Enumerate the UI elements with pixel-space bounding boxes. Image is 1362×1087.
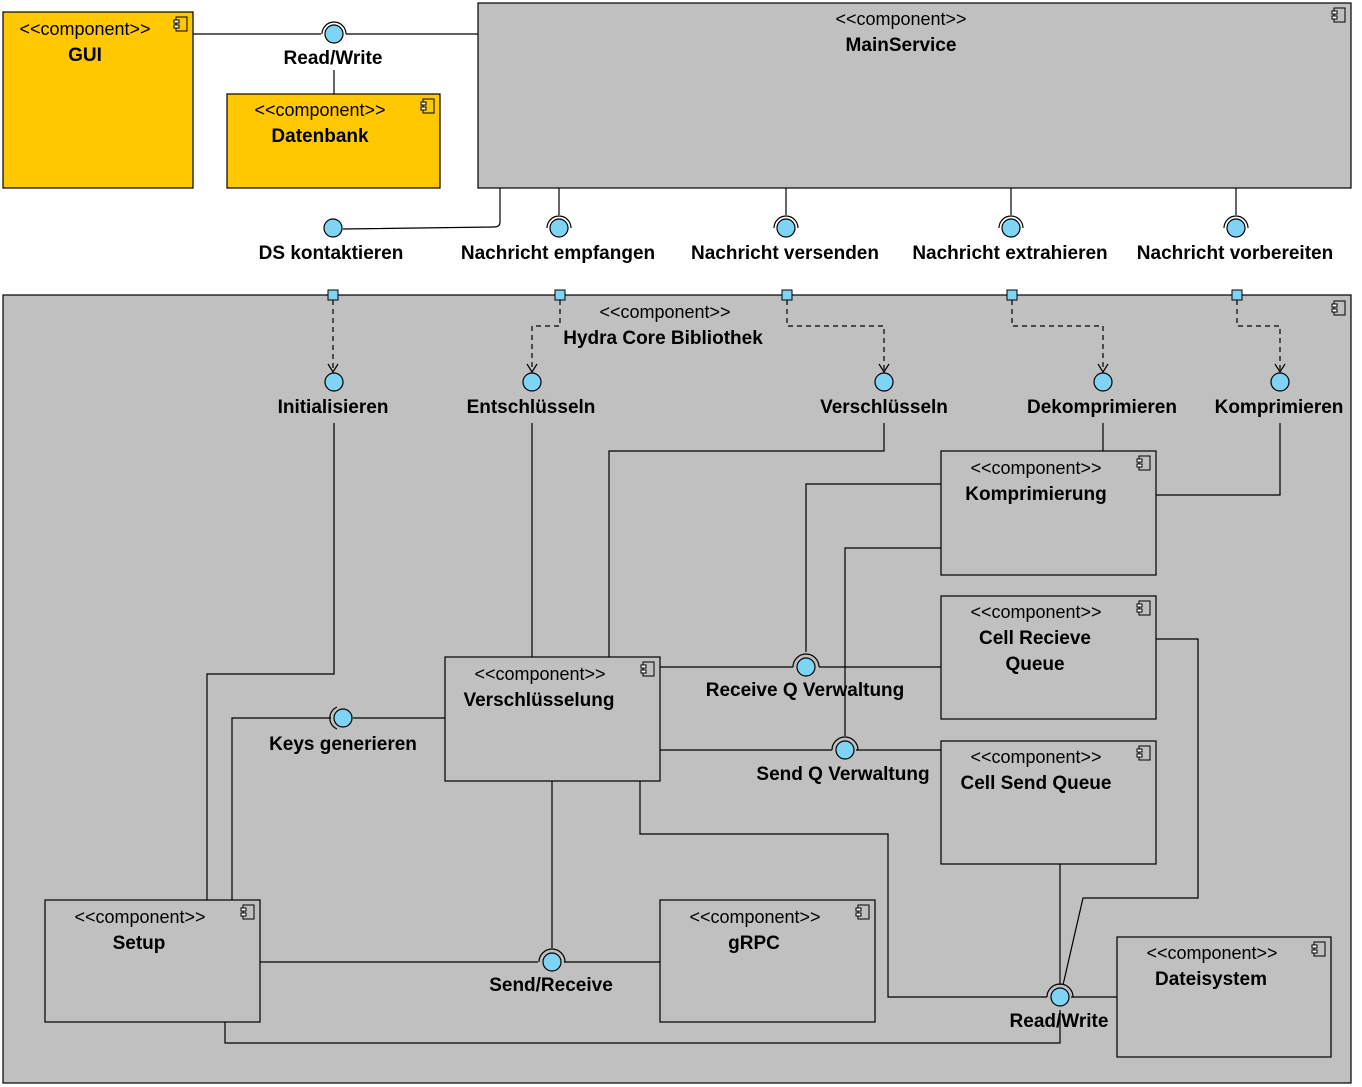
component-name-mainservice: MainService <box>846 35 957 56</box>
port-ds-kontaktieren[interactable] <box>327 289 339 301</box>
component-icon <box>1136 745 1151 761</box>
stereotype-label: <<component>> <box>74 907 205 927</box>
interface-label-nachricht-vorbereiten: Nachricht vorbereiten <box>1137 243 1333 264</box>
stereotype-label: <<component>> <box>835 9 966 29</box>
interface-label-keys-generieren: Keys generieren <box>269 734 417 755</box>
stereotype-label: <<component>> <box>970 602 1101 622</box>
connection-lines <box>206 423 1281 1044</box>
interface-label-readwrite-bottom: Read/Write <box>1010 1011 1109 1032</box>
component-icon <box>1136 455 1151 471</box>
interface-receive-q-verwaltung[interactable] <box>792 653 820 677</box>
interface-nachricht-empfangen[interactable] <box>546 215 572 238</box>
interface-label-nachricht-extrahieren: Nachricht extrahieren <box>912 243 1107 264</box>
interface-nachricht-versenden[interactable] <box>773 215 799 238</box>
port-nachricht-extrahieren[interactable] <box>1006 289 1018 301</box>
interface-label-ds-kontaktieren: DS kontaktieren <box>259 243 404 264</box>
component-name-verschluesselung: Verschlüsselung <box>463 690 614 711</box>
interface-readwrite-bottom[interactable] <box>1046 983 1074 1007</box>
component-name-dateisystem: Dateisystem <box>1155 969 1267 990</box>
stereotype-label: <<component>> <box>474 664 605 684</box>
component-name-setup: Setup <box>113 933 166 954</box>
component-icon <box>1136 600 1151 616</box>
interface-label-entschluesseln: Entschlüsseln <box>467 397 596 418</box>
component-mainservice[interactable]: <<component>> MainService <box>477 2 1352 189</box>
interface-label-send-q-verwaltung: Send Q Verwaltung <box>756 764 929 785</box>
port-nachricht-versenden[interactable] <box>781 289 793 301</box>
interface-entschluesseln[interactable] <box>522 372 542 392</box>
interface-initialisieren[interactable] <box>324 372 344 392</box>
component-name-gui: GUI <box>68 45 102 66</box>
stereotype-label: <<component>> <box>19 19 150 39</box>
stereotype-label: <<component>> <box>689 907 820 927</box>
component-icon <box>640 661 655 677</box>
interface-nachricht-vorbereiten[interactable] <box>1223 215 1249 238</box>
interface-label-verschluesseln: Verschlüsseln <box>820 397 948 418</box>
interface-label-dekomprimieren: Dekomprimieren <box>1027 397 1177 418</box>
component-grpc[interactable]: <<component>> gRPC <box>659 899 876 1023</box>
interface-label-komprimieren: Komprimieren <box>1215 397 1344 418</box>
interface-dekomprimieren[interactable] <box>1093 372 1113 392</box>
component-name-cell-recieve-line1: Cell Recieve <box>979 628 1091 649</box>
component-icon <box>855 904 870 920</box>
component-name-cell-send-queue: Cell Send Queue <box>961 773 1112 794</box>
component-cell-recieve-queue[interactable]: <<component>> Cell Recieve Queue <box>940 595 1157 720</box>
component-name-grpc: gRPC <box>728 933 780 954</box>
component-komprimierung[interactable]: <<component>> Komprimierung <box>940 450 1157 576</box>
component-gui[interactable]: <<component>> GUI <box>2 11 194 189</box>
stereotype-label: <<component>> <box>254 100 385 120</box>
component-icon <box>1311 941 1326 957</box>
component-verschluesselung[interactable]: <<component>> Verschlüsselung <box>444 656 661 782</box>
stereotype-label: <<component>> <box>970 747 1101 767</box>
component-icon <box>240 904 255 920</box>
connector-ds-kontaktieren <box>342 188 501 230</box>
interface-nachricht-extrahieren[interactable] <box>998 215 1024 238</box>
component-icon <box>420 98 435 114</box>
component-icon <box>173 16 188 32</box>
component-dateisystem[interactable]: <<component>> Dateisystem <box>1116 936 1332 1058</box>
delegation-connectors <box>327 300 1286 374</box>
component-icon <box>1331 7 1346 23</box>
interface-readwrite-top[interactable] <box>321 21 347 44</box>
interface-keys-generieren[interactable] <box>329 706 353 730</box>
component-name-hydra-core: Hydra Core Bibliothek <box>563 328 763 349</box>
interface-send-receive[interactable] <box>538 948 566 972</box>
stereotype-label: <<component>> <box>599 302 730 322</box>
interface-label-initialisieren: Initialisieren <box>278 397 389 418</box>
interface-label-send-receive: Send/Receive <box>489 975 613 996</box>
interface-label-nachricht-versenden: Nachricht versenden <box>691 243 879 264</box>
component-cell-send-queue[interactable]: <<component>> Cell Send Queue <box>940 740 1157 865</box>
interface-send-q-verwaltung[interactable] <box>831 736 859 760</box>
component-name-komprimierung: Komprimierung <box>965 484 1106 505</box>
component-name-cell-recieve-line2: Queue <box>1005 654 1064 675</box>
component-setup[interactable]: <<component>> Setup <box>44 899 261 1023</box>
port-nachricht-vorbereiten[interactable] <box>1231 289 1243 301</box>
port-nachricht-empfangen[interactable] <box>554 289 566 301</box>
component-icon <box>1331 300 1346 316</box>
stereotype-label: <<component>> <box>970 458 1101 478</box>
interface-label-readwrite-top: Read/Write <box>284 48 383 69</box>
interface-label-nachricht-empfangen: Nachricht empfangen <box>461 243 655 264</box>
interface-label-receive-q-verwaltung: Receive Q Verwaltung <box>706 680 905 701</box>
component-datenbank[interactable]: <<component>> Datenbank <box>226 93 441 189</box>
interface-verschluesseln[interactable] <box>874 372 894 392</box>
interface-ds-kontaktieren[interactable] <box>323 218 343 238</box>
interface-komprimieren[interactable] <box>1270 372 1290 392</box>
component-name-datenbank: Datenbank <box>271 126 369 147</box>
stereotype-label: <<component>> <box>1146 943 1277 963</box>
